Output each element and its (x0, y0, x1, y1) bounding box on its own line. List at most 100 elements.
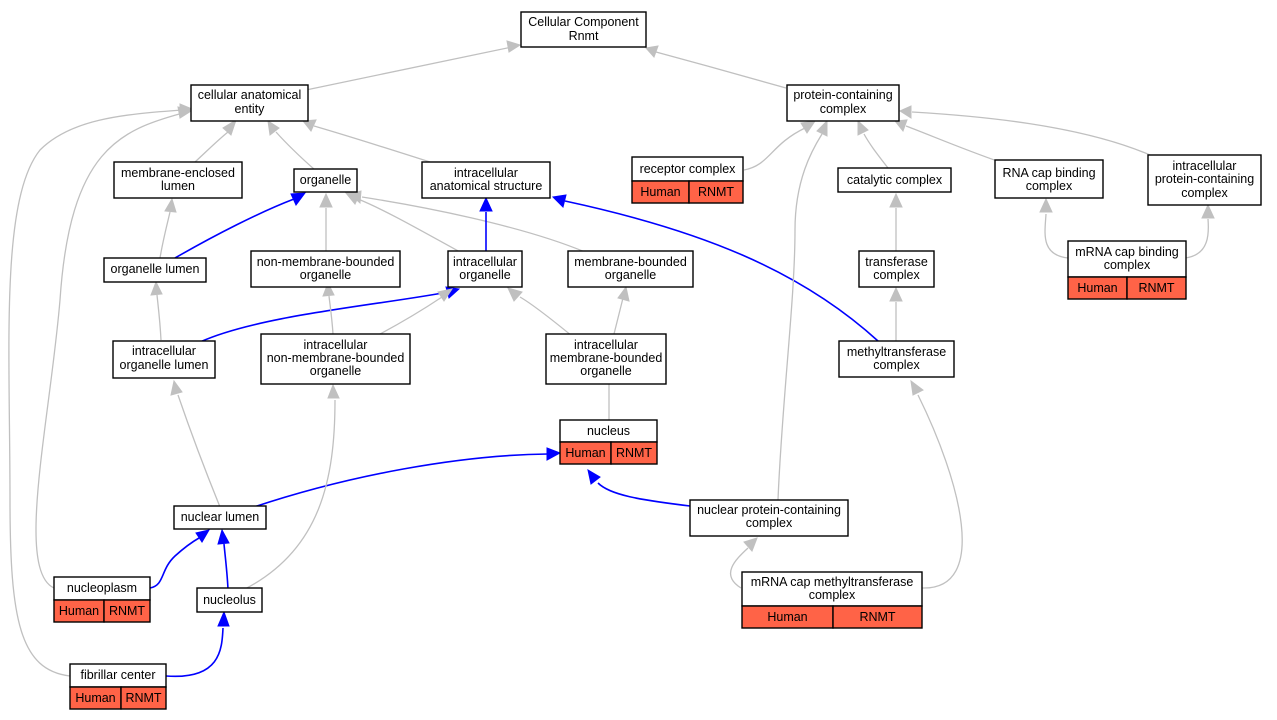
node-fib-tag-rnmt: RNMT (125, 691, 161, 705)
node-cellular-anatomical-entity[interactable]: cellular anatomical entity (190, 84, 309, 122)
node-membrane-enclosed-lumen[interactable]: membrane-enclosed lumen (113, 161, 243, 199)
node-rcb-line1: RNA cap binding (1002, 166, 1095, 180)
node-npc-line2: complex (746, 516, 793, 530)
edge-npc-nuc (587, 468, 691, 507)
node-mcm-line1: mRNA cap methyltransferase (751, 575, 914, 589)
node-intracellular-organelle[interactable]: intracellular organelle (447, 250, 523, 288)
node-fibrillar-center[interactable]: fibrillar center Human RNMT (69, 663, 167, 710)
node-io-line2: organelle (459, 268, 510, 282)
node-protein-containing-complex[interactable]: protein-containing complex (786, 84, 900, 122)
edge-mel-cae (194, 118, 237, 163)
node-mcb-line2: complex (1104, 258, 1151, 272)
edge-nlo-inm (244, 383, 340, 590)
node-intracellular-organelle-lumen[interactable]: intracellular organelle lumen (112, 340, 216, 379)
edge-rcb-pcc (894, 119, 1001, 163)
node-rec-tag-human: Human (640, 185, 680, 199)
node-mtc-line2: complex (873, 358, 920, 372)
node-nuc-tag-rnmt: RNMT (616, 446, 652, 460)
node-non-membrane-bounded-organelle[interactable]: non-membrane-bounded organelle (250, 250, 401, 288)
node-npc-line1: nuclear protein-containing (697, 503, 841, 517)
node-trc-line1: transferase (865, 255, 928, 269)
node-organelle-lumen[interactable]: organelle lumen (103, 257, 207, 283)
node-mrna-cap-binding-complex[interactable]: mRNA cap binding complex Human RNMT (1067, 240, 1187, 300)
node-nucleoplasm[interactable]: nucleoplasm Human RNMT (53, 576, 151, 623)
node-nucleus[interactable]: nucleus Human RNMT (559, 419, 658, 465)
node-fib-tag-human: Human (75, 691, 115, 705)
node-mcb-tag-rnmt: RNMT (1138, 281, 1174, 295)
edge-inm-io (379, 288, 454, 335)
node-membrane-bounded-organelle[interactable]: membrane-bounded organelle (567, 250, 694, 288)
node-mtc-line1: methyltransferase (847, 345, 946, 359)
edge-inm-nmb (322, 281, 335, 335)
edge-npl-nul (149, 529, 211, 589)
node-receptor-complex[interactable]: receptor complex Human RNMT (631, 156, 744, 204)
node-cat-line1: catalytic complex (847, 173, 943, 187)
edge-mtc-trc (889, 286, 903, 341)
edge-mcb-ipc (1184, 203, 1215, 259)
node-iol-line1: intracellular (132, 344, 196, 358)
node-nuc-tag-human: Human (565, 446, 605, 460)
edge-mtc-ias (551, 194, 879, 342)
node-intracellular-non-membrane-bounded-organelle[interactable]: intracellular non-membrane-bounded organ… (260, 333, 411, 385)
edge-mcb-rcb (1039, 197, 1069, 259)
edge-ipc-pcc (898, 105, 1151, 156)
node-intracellular-membrane-bounded-organelle[interactable]: intracellular membrane-bounded organelle (545, 333, 667, 385)
node-rec-tag-rnmt: RNMT (698, 185, 734, 199)
node-catalytic-complex[interactable]: catalytic complex (837, 167, 952, 193)
node-rna-cap-binding-complex[interactable]: RNA cap binding complex (994, 159, 1104, 199)
node-organelle[interactable]: organelle (293, 168, 358, 193)
node-io-line1: intracellular (453, 255, 517, 269)
node-root-line1: Cellular Component (528, 15, 639, 29)
node-npl-line1: nucleoplasm (67, 581, 137, 595)
node-nuclear-protein-containing-complex[interactable]: nuclear protein-containing complex (689, 499, 849, 537)
node-npl-tag-human: Human (59, 604, 99, 618)
edge-imb-io (507, 287, 573, 337)
node-intracellular-anatomical-structure[interactable]: intracellular anatomical structure (421, 161, 551, 199)
node-mcm-tag-rnmt: RNMT (859, 610, 895, 624)
edge-nul-nuc (253, 447, 562, 508)
node-nul-line1: nuclear lumen (181, 510, 260, 524)
node-trc-line2: complex (873, 268, 920, 282)
node-nucleolus[interactable]: nucleolus (196, 587, 263, 613)
node-rcb-line2: complex (1026, 179, 1073, 193)
node-pcc-line2: complex (820, 102, 867, 116)
edge-mbo-org (348, 190, 586, 253)
node-mrna-cap-methyltransferase-complex[interactable]: mRNA cap methyltransferase complex Human… (741, 571, 923, 629)
node-inm-line3: organelle (310, 364, 361, 378)
node-iol-line2: organelle lumen (120, 358, 209, 372)
node-rec-line1: receptor complex (640, 162, 737, 176)
node-pcc-line1: protein-containing (793, 88, 892, 102)
nodes: Cellular Component Rnmt cellular anatomi… (53, 11, 1262, 710)
edge-fib-nlo (165, 610, 230, 678)
node-mel-line2: lumen (161, 179, 195, 193)
edge-ias-cae (302, 119, 431, 163)
node-ias-line2: anatomical structure (430, 179, 543, 193)
node-orl-line1: organelle lumen (111, 262, 200, 276)
node-ipc-line3: complex (1181, 186, 1228, 200)
node-inm-line1: intracellular (304, 338, 368, 352)
edge-pcc-root (645, 45, 787, 89)
node-nmb-line1: non-membrane-bounded (257, 255, 395, 269)
node-imb-line2: membrane-bounded (550, 351, 663, 365)
node-root[interactable]: Cellular Component Rnmt (520, 11, 647, 48)
node-imb-line3: organelle (580, 364, 631, 378)
node-mel-line1: membrane-enclosed (121, 166, 235, 180)
node-nuclear-lumen[interactable]: nuclear lumen (173, 505, 267, 530)
node-ias-line1: intracellular (454, 166, 518, 180)
node-root-line2: Rnmt (569, 29, 599, 43)
node-intracellular-protein-containing-complex[interactable]: intracellular protein-containing complex (1147, 154, 1262, 206)
node-org-line1: organelle (300, 173, 351, 187)
node-mbo-line1: membrane-bounded (574, 255, 687, 269)
node-mcm-line2: complex (809, 588, 856, 602)
node-mbo-line2: organelle (605, 268, 656, 282)
node-methyltransferase-complex[interactable]: methyltransferase complex (838, 340, 955, 378)
edge-npc-pcc (777, 119, 828, 501)
edge-mcm-npc (729, 537, 758, 589)
node-transferase-complex[interactable]: transferase complex (858, 250, 935, 288)
node-mcb-line1: mRNA cap binding (1075, 245, 1179, 259)
node-nmb-line2: organelle (300, 268, 351, 282)
node-mcb-tag-human: Human (1077, 281, 1117, 295)
edge-iol-orl (150, 280, 163, 341)
edge-fib-cae (8, 103, 194, 677)
